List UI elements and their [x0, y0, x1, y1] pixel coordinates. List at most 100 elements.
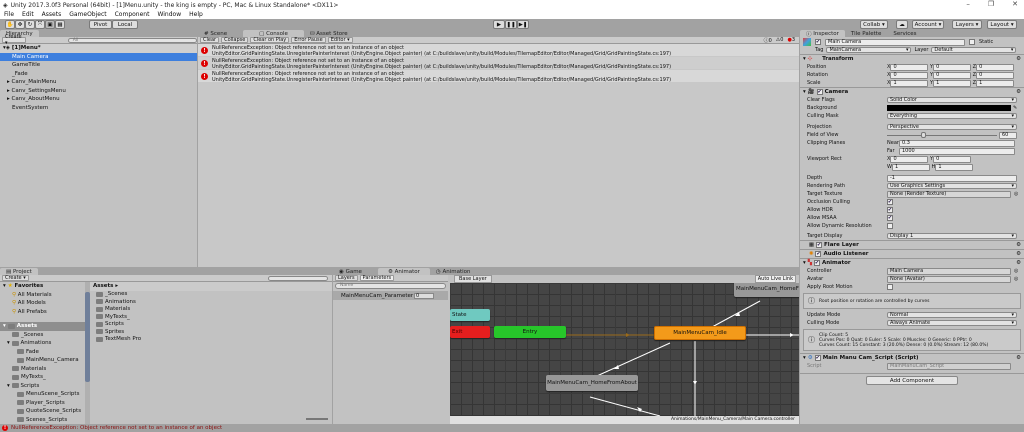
project-folder[interactable]: MyTexts_	[0, 373, 85, 382]
object-picker-icon[interactable]: ◎	[1014, 268, 1019, 274]
target-texture-field[interactable]: None (Render Texture)	[887, 190, 1011, 198]
animator-header[interactable]: ▾ ▚✔Animator⚙	[800, 258, 1024, 267]
near-field[interactable]: 0.3	[899, 139, 1015, 147]
asset-item[interactable]: _Scenes	[90, 291, 332, 299]
tab-animator[interactable]: ⚙ Animator	[377, 268, 430, 275]
error-count[interactable]: ●3	[787, 36, 795, 43]
menu-gameobject[interactable]: GameObject	[69, 11, 107, 18]
collab-button[interactable]: Collab ▾	[860, 20, 888, 29]
expand-arrow-icon[interactable]: ▸	[7, 79, 10, 86]
project-folder[interactable]: ▾ Scripts	[7, 382, 40, 389]
settings-gear-icon[interactable]: ⚙	[1016, 56, 1021, 62]
cloud-icon[interactable]: ☁	[896, 20, 908, 29]
menu-window[interactable]: Window	[157, 11, 182, 18]
script-enabled-checkbox[interactable]: ✔	[814, 355, 821, 361]
project-folder[interactable]: Materials	[0, 365, 85, 374]
tab-tile-palette[interactable]: Tile Palette	[850, 30, 882, 37]
culling-mode-dropdown[interactable]: Always Animate	[887, 319, 1017, 327]
add-component-button[interactable]: Add Component	[866, 376, 958, 385]
flare-enabled-checkbox[interactable]: ✔	[816, 242, 823, 248]
camera-header[interactable]: ▾ 🎥✔Camera⚙	[800, 87, 1024, 96]
asset-item[interactable]: TextMesh Pro	[90, 336, 332, 344]
hierarchy-create-button[interactable]: Create ▾	[2, 34, 26, 46]
settings-gear-icon[interactable]: ⚙	[1016, 260, 1021, 266]
pause-button[interactable]: ❚❚	[505, 20, 517, 29]
menu-edit[interactable]: Edit	[22, 11, 34, 18]
local-button[interactable]: Local	[112, 20, 138, 29]
tree-scrollbar[interactable]	[85, 282, 90, 424]
settings-gear-icon[interactable]: ⚙	[1016, 355, 1021, 361]
project-folder[interactable]: MenuScene_Scripts	[0, 390, 85, 399]
console-entry[interactable]: !NullReferenceException: Object referenc…	[198, 44, 799, 57]
target-display-dropdown[interactable]: Display 1	[887, 232, 1017, 240]
parameter-row[interactable]: MainMenuCam_Parameter 0	[333, 291, 448, 300]
active-checkbox[interactable]: ✔	[815, 39, 821, 45]
play-button[interactable]: ▶	[493, 20, 505, 29]
tag-dropdown[interactable]: MainCamera	[826, 46, 912, 54]
asset-item[interactable]: Animations	[90, 298, 332, 306]
menu-file[interactable]: File	[4, 11, 15, 18]
settings-gear-icon[interactable]: ⚙	[1016, 242, 1021, 248]
project-folder[interactable]: Player_Scripts	[0, 399, 85, 408]
layer-dropdown[interactable]: Default	[931, 46, 1017, 54]
layout-dropdown[interactable]: Layout ▾	[987, 20, 1017, 29]
settings-gear-icon[interactable]: ⚙	[1016, 89, 1021, 95]
asset-item[interactable]: MyTexts_	[90, 313, 332, 321]
settings-gear-icon[interactable]: ⚙	[1016, 251, 1021, 257]
slider-thumb[interactable]	[921, 131, 926, 138]
home-from-about-node[interactable]: MainMenuCam_HomeFromAbout	[546, 375, 638, 391]
rotation-y[interactable]: 0	[933, 71, 972, 79]
scale-tool-icon[interactable]: ⤧	[35, 20, 45, 29]
tab-animation[interactable]: ◷ Animation	[435, 268, 471, 275]
projection-dropdown[interactable]: Perspective	[887, 123, 1017, 131]
audio-listener-header[interactable]: ✺✔Audio Listener⚙	[800, 249, 1024, 258]
any-state-node[interactable]: State	[450, 309, 490, 321]
asset-item[interactable]: Scripts	[90, 321, 332, 329]
hierarchy-item[interactable]: GameTitle	[12, 62, 41, 69]
tab-console[interactable]: ▢ Console	[243, 30, 304, 37]
layers-dropdown[interactable]: Layers ▾	[952, 20, 982, 29]
maximize-button[interactable]: ❐	[987, 0, 995, 8]
root-motion-checkbox[interactable]	[887, 284, 893, 290]
parameter-value-field[interactable]: 0	[414, 292, 434, 299]
tab-layers[interactable]: Layers	[335, 275, 358, 281]
hdr-checkbox[interactable]: ✔	[887, 207, 893, 213]
console-entry[interactable]: !NullReferenceException: Object referenc…	[198, 70, 799, 83]
tab-inspector[interactable]: ⓘ Inspector	[800, 30, 845, 38]
tab-game[interactable]: ◉ Game	[339, 268, 362, 275]
msaa-checkbox[interactable]: ✔	[887, 215, 893, 221]
project-folder[interactable]: Fade	[0, 348, 85, 357]
hierarchy-item[interactable]: _Fade	[12, 70, 28, 77]
clear-on-play-button[interactable]: Clear on Play	[250, 37, 290, 43]
tab-project[interactable]: ▤ Project	[0, 268, 38, 275]
idle-state-node[interactable]: MainMenuCam_Idle	[654, 326, 746, 340]
object-picker-icon[interactable]: ◎	[1014, 276, 1019, 282]
project-folder[interactable]: ▾ Assets	[0, 322, 85, 331]
position-x[interactable]: 0	[890, 63, 929, 71]
script-component-header[interactable]: ▾ ⚙✔Main Manu Cam_Script (Script)⚙	[800, 353, 1024, 362]
far-field[interactable]: 1000	[899, 147, 1015, 155]
depth-field[interactable]: -1	[887, 174, 1017, 182]
hierarchy-item[interactable]: ▸ Canv_SettingsMenu	[7, 87, 66, 94]
background-color-swatch[interactable]	[887, 105, 1011, 111]
menu-help[interactable]: Help	[189, 11, 203, 18]
rendering-path-dropdown[interactable]: Use Graphics Settings	[887, 182, 1017, 190]
scale-z[interactable]: 1	[976, 79, 1015, 87]
clear-button[interactable]: Clear	[200, 37, 220, 43]
scale-x[interactable]: 1	[890, 79, 929, 87]
occlusion-checkbox[interactable]: ✔	[887, 199, 893, 205]
close-button[interactable]: ✕	[1012, 0, 1018, 8]
error-pause-button[interactable]: Error Pause	[291, 37, 326, 43]
auto-live-link-button[interactable]: Auto Live Link	[754, 275, 796, 283]
collapse-button[interactable]: Collapse	[221, 37, 249, 43]
hierarchy-item[interactable]: ▸ Canv_MainMenu	[7, 79, 57, 86]
tab-services[interactable]: Services	[893, 30, 917, 37]
position-z[interactable]: 0	[976, 63, 1015, 71]
project-search-input[interactable]	[268, 275, 328, 281]
flare-layer-header[interactable]: ▦✔Flare Layer⚙	[800, 240, 1024, 249]
rotation-z[interactable]: 0	[976, 71, 1015, 79]
home-from-node[interactable]: MainMenuCam_HomeFr	[734, 283, 799, 297]
viewport-x[interactable]: 0	[890, 155, 929, 163]
fov-slider[interactable]	[887, 131, 997, 138]
pivot-button[interactable]: Pivot	[89, 20, 112, 29]
